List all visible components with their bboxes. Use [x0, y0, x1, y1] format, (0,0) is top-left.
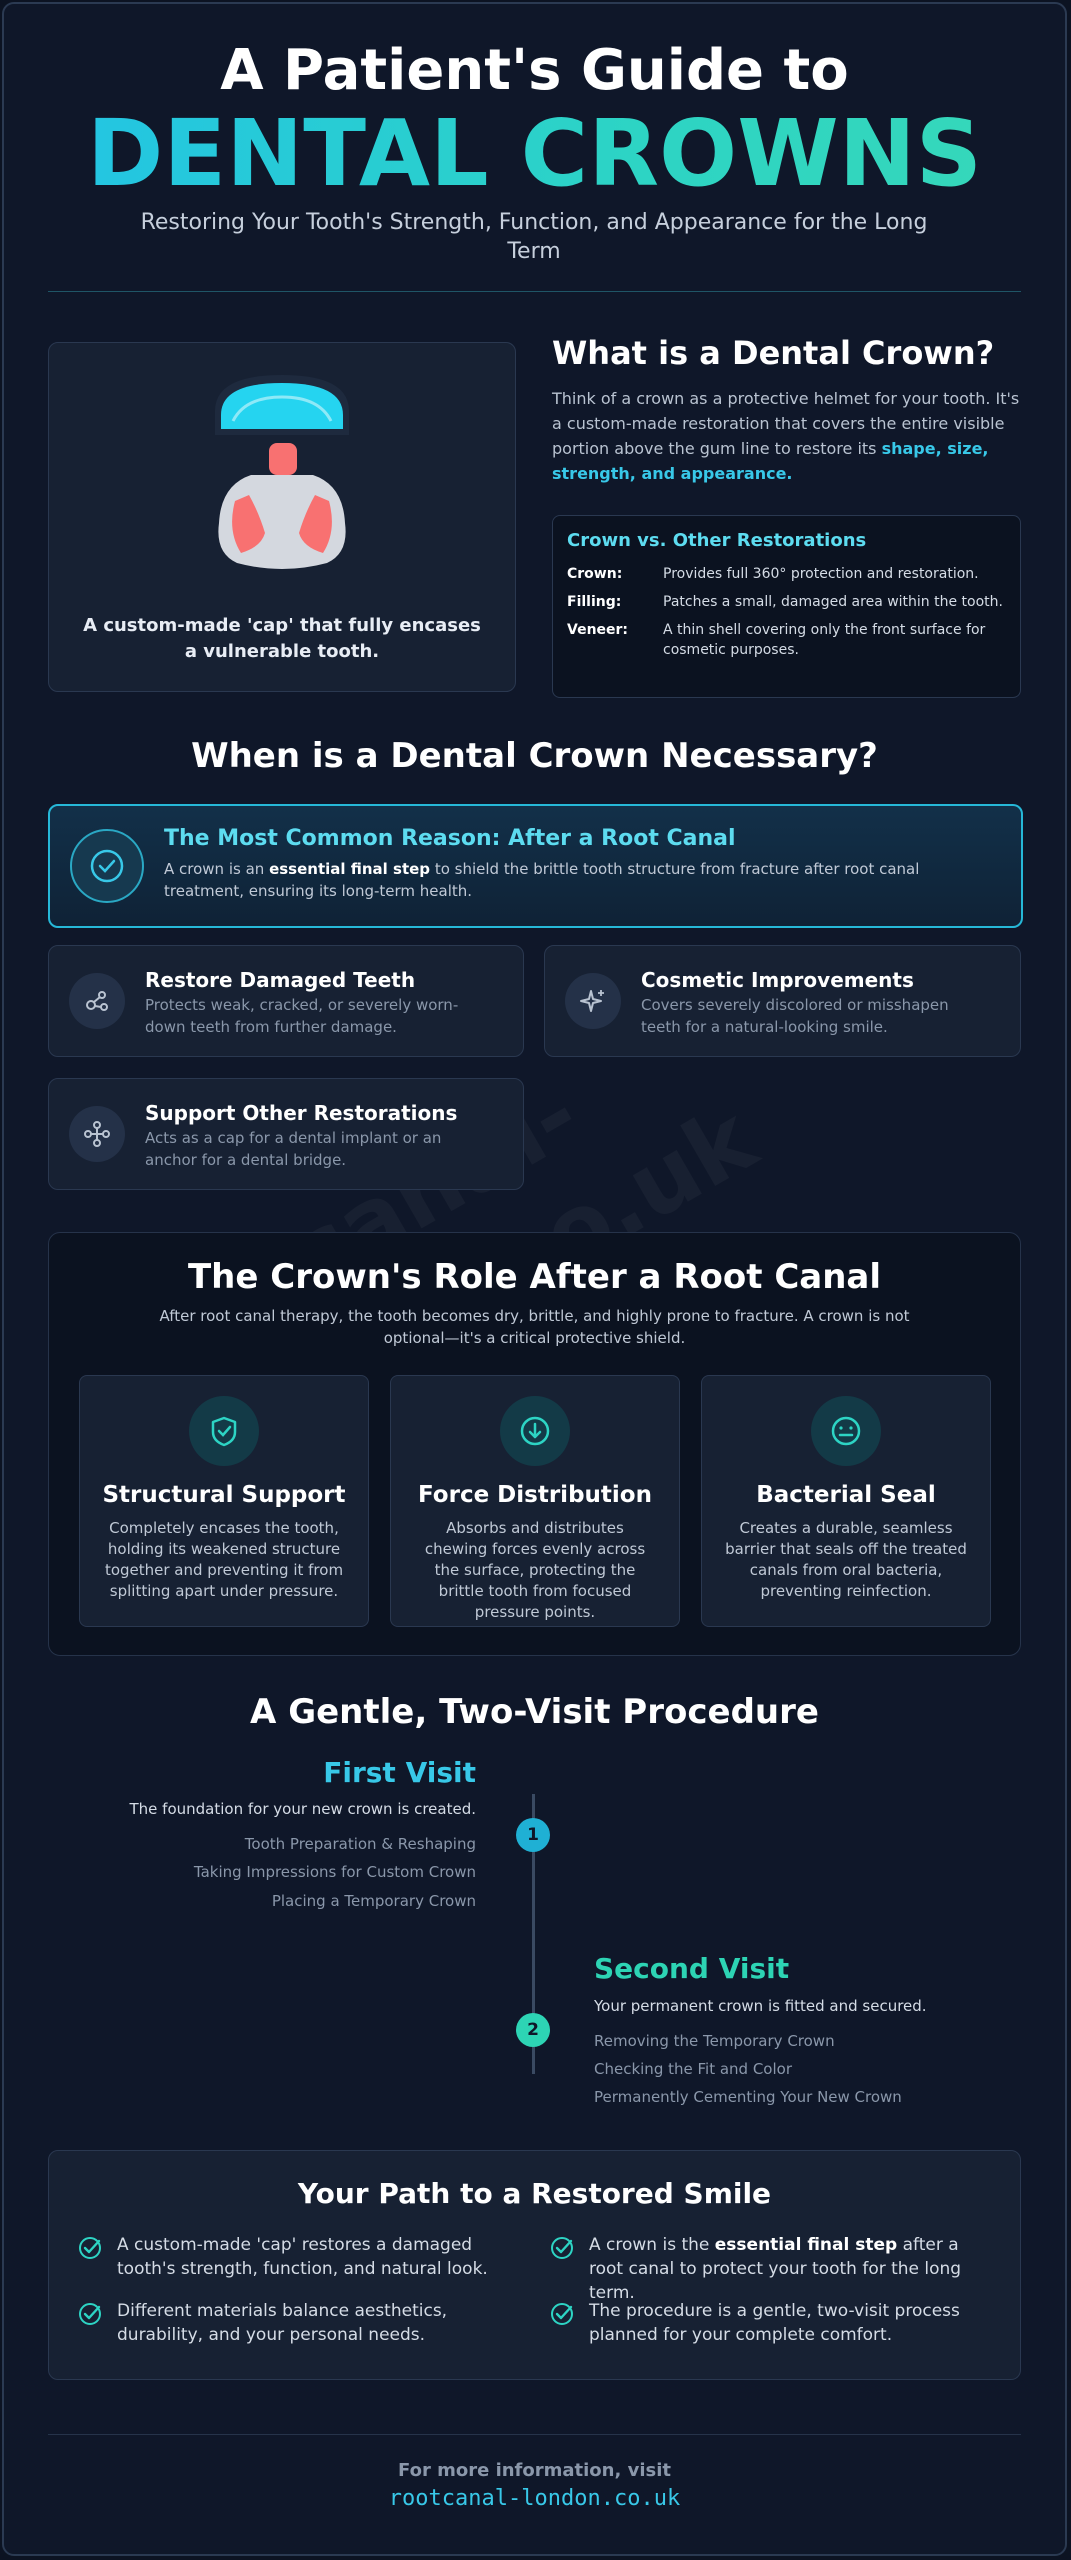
- root-canal-highlight-card: The Most Common Reason: After a Root Can…: [48, 804, 1023, 928]
- role-intro: After root canal therapy, the tooth beco…: [159, 1307, 910, 1347]
- comparison-term: Crown:: [567, 566, 623, 582]
- comparison-title: Crown vs. Other Restorations: [567, 530, 867, 551]
- what-is-body: Think of a crown as a protective helmet …: [552, 386, 1024, 486]
- highlight-desc-text: A crown is an: [164, 860, 270, 878]
- illustration-caption: A custom-made 'cap' that fully encases a…: [83, 615, 481, 662]
- role-card-structural: Structural Support Completely encases th…: [79, 1375, 369, 1627]
- second-visit-step: Removing the Temporary Crown: [594, 2032, 835, 2050]
- what-is-heading: What is a Dental Crown?: [552, 334, 995, 372]
- reason-title: Restore Damaged Teeth: [145, 968, 416, 992]
- second-visit-subtitle: Your permanent crown is fitted and secur…: [594, 1997, 927, 2015]
- reason-card-support: Support Other Restorations Acts as a cap…: [48, 1078, 524, 1190]
- second-visit-title: Second Visit: [594, 1952, 790, 1985]
- reason-desc: Acts as a cap for a dental implant or an…: [145, 1129, 442, 1169]
- check-circle-icon: [70, 829, 144, 903]
- role-card-title: Bacterial Seal: [756, 1482, 936, 1508]
- first-visit-subtitle: The foundation for your new crown is cre…: [129, 1800, 476, 1818]
- comparison-row: Veneer: A thin shell covering only the fr…: [567, 620, 1007, 660]
- page-title-line1: A Patient's Guide to: [220, 38, 849, 103]
- check-icon: [551, 2303, 573, 2325]
- role-card-desc: Completely encases the tooth, holding it…: [104, 1519, 344, 1600]
- highlight-desc-bold: essential final step: [269, 860, 431, 878]
- necessary-heading: When is a Dental Crown Necessary?: [191, 736, 878, 776]
- header-divider: [48, 291, 1021, 292]
- page-subtitle: Restoring Your Tooth's Strength, Functio…: [140, 210, 928, 264]
- reason-desc: Protects weak, cracked, or severely worn…: [145, 996, 459, 1036]
- what-is-body-highlight: shape, size, strength, and appearance.: [552, 439, 989, 483]
- check-icon: [551, 2237, 573, 2259]
- comparison-term: Veneer:: [567, 622, 629, 638]
- molecule-icon: [69, 973, 125, 1029]
- comparison-row: Crown: Provides full 360° protection and …: [567, 564, 1007, 584]
- reason-desc: Covers severely discolored or misshapen …: [641, 996, 949, 1036]
- first-visit-step: Tooth Preparation & Reshaping: [244, 1835, 476, 1853]
- comparison-term: Filling:: [567, 594, 622, 610]
- highlight-desc-text: to shield the brittle tooth structure fr…: [164, 860, 920, 900]
- what-is-body-text: Think of a crown as a protective helmet …: [552, 389, 1020, 458]
- second-visit-step: Permanently Cementing Your New Crown: [594, 2088, 902, 2106]
- role-card-desc: Absorbs and distributes chewing forces e…: [424, 1519, 646, 1621]
- reason-title: Cosmetic Improvements: [641, 968, 914, 992]
- role-section: The Crown's Role After a Root Canal Afte…: [48, 1232, 1021, 1656]
- role-card-title: Structural Support: [102, 1482, 346, 1508]
- comparison-row: Filling: Patches a small, damaged area wi…: [567, 592, 1007, 612]
- summary-point: A crown is the essential final step afte…: [549, 2233, 989, 2305]
- role-card-seal: Bacterial Seal Creates a durable, seamle…: [701, 1375, 991, 1627]
- summary-text: A custom-made 'cap' restores a damaged t…: [117, 2235, 488, 2279]
- highlight-title: The Most Common Reason: After a Root Can…: [164, 826, 736, 851]
- role-card-title: Force Distribution: [418, 1482, 652, 1508]
- reason-title: Support Other Restorations: [145, 1101, 458, 1125]
- first-visit-title: First Visit: [323, 1756, 476, 1789]
- comparison-desc: A thin shell covering only the front sur…: [663, 622, 986, 658]
- footer-link[interactable]: rootcanal-london.co.uk: [388, 2486, 681, 2511]
- crown-illustration-card: A custom-made 'cap' that fully encases a…: [48, 342, 516, 692]
- timeline-line: [532, 1794, 535, 2074]
- crown-tooth-illustration: [215, 375, 349, 569]
- first-visit-step: Taking Impressions for Custom Crown: [193, 1863, 476, 1881]
- summary-text-bold: essential final step: [714, 2235, 898, 2255]
- summary-card: Your Path to a Restored Smile A custom-m…: [48, 2150, 1021, 2380]
- role-card-force: Force Distribution Absorbs and distribut…: [390, 1375, 680, 1627]
- check-icon: [79, 2237, 101, 2259]
- procedure-heading: A Gentle, Two-Visit Procedure: [250, 1692, 819, 1732]
- summary-point: Different materials balance aesthetics, …: [77, 2299, 517, 2347]
- summary-text: The procedure is a gentle, two-visit pro…: [589, 2301, 960, 2345]
- second-visit-step: Checking the Fit and Color: [594, 2060, 792, 2078]
- comparison-table: Crown: Provides full 360° protection and …: [567, 564, 1007, 660]
- face-icon: [811, 1396, 881, 1466]
- footer-label: For more information, visit: [398, 2460, 671, 2481]
- step-2-badge: 2: [516, 2013, 550, 2047]
- summary-text-part: A crown is the: [589, 2235, 715, 2255]
- sparkle-icon: [565, 973, 621, 1029]
- first-visit-step: Placing a Temporary Crown: [271, 1892, 476, 1910]
- reason-card-damaged: Restore Damaged Teeth Protects weak, cra…: [48, 945, 524, 1057]
- page-title-line2: DENTAL CROWNS: [4, 100, 1065, 207]
- summary-text-part: after a root canal to protect your tooth…: [589, 2235, 962, 2303]
- summary-heading: Your Path to a Restored Smile: [297, 2177, 772, 2210]
- step-1-badge: 1: [516, 1818, 550, 1852]
- footer-divider: [48, 2434, 1021, 2435]
- role-card-desc: Creates a durable, seamless barrier that…: [725, 1519, 967, 1600]
- summary-point: The procedure is a gentle, two-visit pro…: [549, 2299, 989, 2347]
- reason-card-cosmetic: Cosmetic Improvements Covers severely di…: [544, 945, 1021, 1057]
- shield-check-icon: [189, 1396, 259, 1466]
- summary-text: A crown is the essential final step afte…: [589, 2233, 989, 2305]
- check-icon: [79, 2303, 101, 2325]
- summary-text: Different materials balance aesthetics, …: [117, 2301, 448, 2345]
- role-heading: The Crown's Role After a Root Canal: [187, 1257, 882, 1297]
- comparison-desc: Patches a small, damaged area within the…: [663, 594, 1003, 610]
- summary-point: A custom-made 'cap' restores a damaged t…: [77, 2233, 517, 2281]
- comparison-card: Crown vs. Other Restorations Crown: Provi…: [552, 515, 1021, 698]
- network-icon: [69, 1106, 125, 1162]
- comparison-desc: Provides full 360° protection and restor…: [663, 566, 979, 582]
- highlight-desc: A crown is an essential final step to sh…: [164, 858, 994, 902]
- arrow-down-circle-icon: [500, 1396, 570, 1466]
